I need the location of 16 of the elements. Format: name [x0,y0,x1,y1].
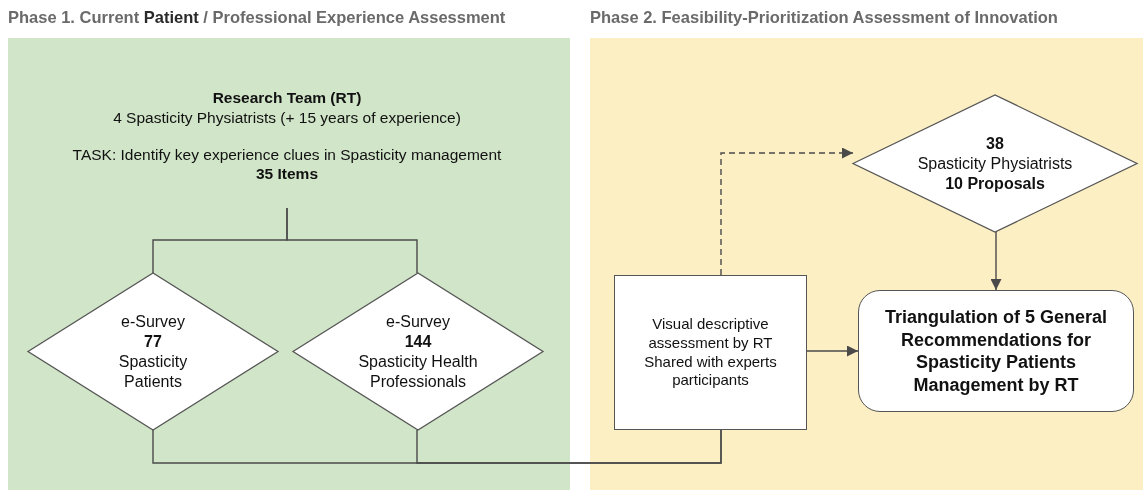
connector-line [286,207,418,274]
phase-heading: Phase 2. Feasibility-Prioritization Assessment of Innovation [590,8,1059,27]
rounded-box [858,290,1134,412]
connector-line [416,429,722,464]
arrow [720,147,854,276]
node-text: TASK: Identify key experience clues in Spasticity management 35 Items [72,145,502,184]
node-text: Research Team (RT) 4 Spasticity Physiatrists (+ 15 years of experience) [113,88,461,127]
process-box [614,275,807,430]
arrow [806,345,859,357]
phase-heading: Phase 1. Current Patient / Professional Experience Assessment [8,8,507,27]
arrow [990,231,1002,291]
node-text: Visual descriptive assessment by RT Shared with experts participants [643,315,778,390]
node-text: 38 Spasticity Physiatrists 10 Proposals [917,133,1073,194]
node-text: e-Survey 144 Spasticity Health Professionals [357,311,479,392]
node-text: e-Survey 77 Spasticity Patients [117,311,189,392]
node-text: Triangulation of 5 General Recommendations for Spasticity Patients Management by RT [883,306,1108,396]
